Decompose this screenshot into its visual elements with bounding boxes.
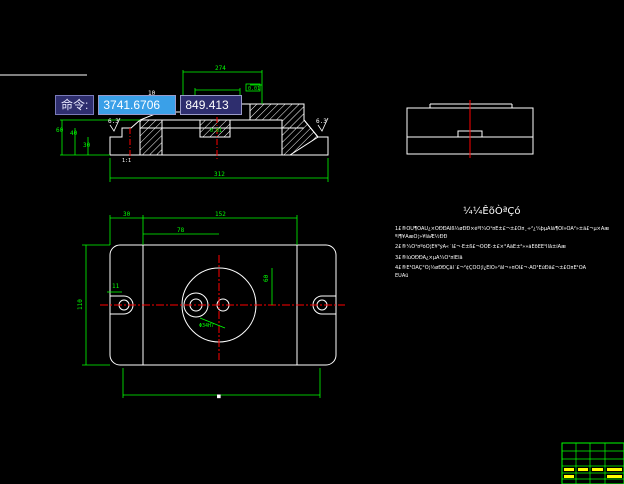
note-line: 4£®Ê¹ÓÃÇ°Ó¦½øÐÐÇåÏ´£¬²¢ÇÒÓ¦Í¿ÉÏÒ»²ãÎ¬»¤Ó…: [395, 265, 587, 271]
section-hatch-center: [199, 119, 231, 138]
command-label: 命令:: [55, 95, 95, 115]
roughness-left: 6.3: [108, 118, 119, 125]
dynamic-input-tooltip[interactable]: 命令: 3741.6706 849.413: [55, 95, 243, 115]
note-line: 3£®ÏúÖÐÐÄ¿×µÄ¼Ó¹¤ÎÊÌâ: [395, 255, 463, 261]
fit-tolerance-1: 0.01: [248, 86, 260, 92]
dim-bottom-length: ■: [217, 393, 221, 400]
dim-height-40: 40: [70, 130, 78, 137]
dim-bore: Φ34H7: [199, 323, 214, 329]
dim-thickness: 10: [148, 90, 156, 97]
title-block-cell: [564, 468, 574, 471]
dim-height-30: 30: [83, 142, 91, 149]
roughness-symbol: [109, 117, 121, 132]
roughness-right: 6.3: [316, 118, 327, 125]
title-block-cell: [564, 475, 574, 478]
side-view[interactable]: [406, 100, 534, 158]
dim-top-width: 274: [215, 65, 226, 72]
note-line: 2£®¼Ó¹¤ºóÓ¦È¥³ýÃ«´Ì£¬·É±ß£¬ÒÔÈ·±£×°ÅäÊ±²…: [395, 244, 566, 250]
title-block-cell: [578, 468, 588, 471]
coordinate-x-input[interactable]: 3741.6706: [98, 95, 177, 115]
roughness-symbol: [317, 117, 329, 132]
title-block-cell: [607, 468, 622, 471]
dim-height-60: 60: [56, 127, 64, 134]
dim-hole-dist: 60: [263, 274, 270, 282]
coordinate-y-input[interactable]: 849.413: [180, 95, 243, 115]
dim-inner: 78: [177, 227, 185, 234]
dim-depth: 110: [77, 299, 84, 310]
note-line: ºÍ¶¥ÃæÓ¦»¥ÏàÆ½ÐÐ: [395, 234, 448, 240]
front-section-view[interactable]: 312 274 60 40 30 10 6.3 6.3 0.01 0.01 1:…: [56, 65, 329, 182]
title-block-cell: [607, 475, 622, 478]
fit-tolerance-2: 0.01: [210, 128, 222, 134]
dim-slot: 11: [112, 283, 120, 290]
chamfer-note: 1:1: [122, 158, 131, 164]
section-hatch-right: [249, 103, 319, 156]
dim-overall-length: 312: [214, 171, 225, 178]
note-line: ÊÙÃü: [395, 273, 409, 279]
section-hatch-left: [139, 119, 163, 156]
title-block-cell: [592, 468, 603, 471]
title-block-frame: [561, 442, 624, 484]
dim-left-offset: 30: [123, 211, 131, 218]
dim-span: 152: [215, 211, 226, 218]
notes-title: ¼¼ÊõÒªÇó: [463, 206, 521, 217]
title-block[interactable]: [561, 442, 624, 484]
plan-view[interactable]: 30 152 78 110 60 11 Φ34H7 ■: [77, 211, 345, 400]
note-line: 1£®ÔÚ¶ÔÄÚ¿×ÖÐÐÄÏß½øÐÐ×éºÏ¼Ó¹¤Ê±£¬±£Ö¤¸÷²…: [395, 226, 610, 232]
